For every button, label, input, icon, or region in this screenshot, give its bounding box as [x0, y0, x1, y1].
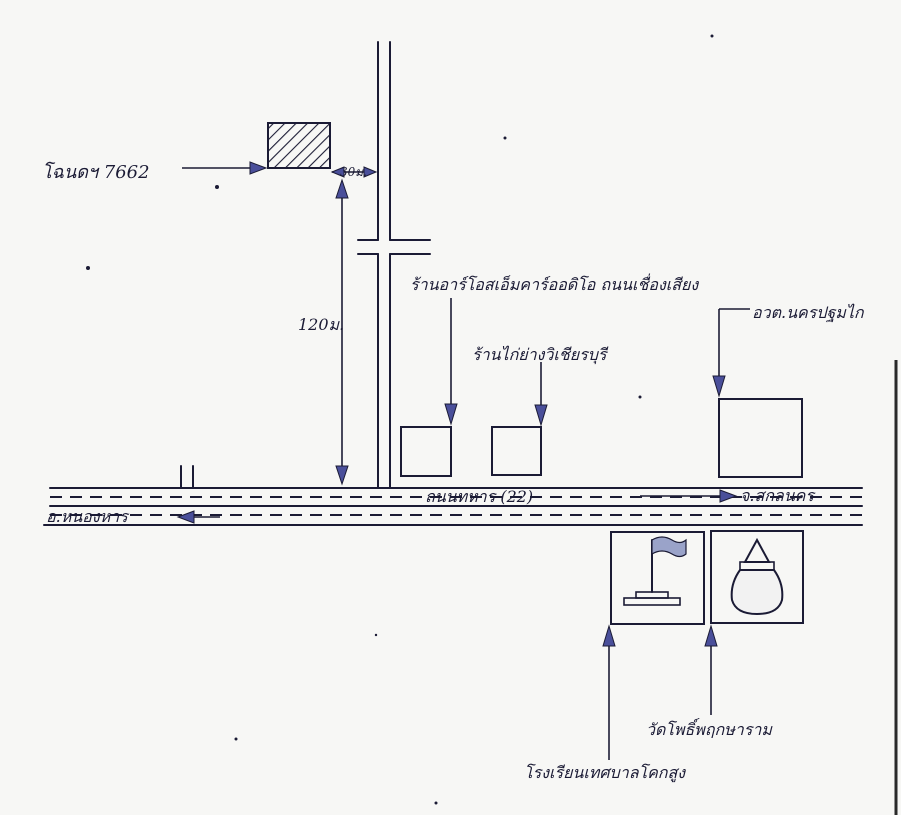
clinic-label: อวต.นครปฐมไก: [752, 303, 865, 323]
west-arrow: [176, 510, 220, 524]
clinic-arrow: [712, 308, 750, 398]
distance-30m-label: 30ม.: [340, 165, 367, 179]
gas-station-arrow: [444, 298, 458, 426]
school-arrow: [602, 624, 616, 760]
direction-west-label: อ.หนองหาร: [46, 507, 130, 526]
road-name-label: ถนนทหาร (22): [425, 487, 533, 506]
main-road: [43, 487, 863, 526]
chicken-shop-label: ร้านไก่ย่างวิเชียรบุรี: [472, 345, 609, 365]
land-plot: [267, 122, 331, 169]
flag-pole-icon: [623, 536, 687, 606]
plot-number-label: โฉนดฯ 7662: [42, 161, 150, 183]
chicken-shop-arrow: [534, 362, 548, 427]
gas-station-building: [400, 426, 452, 477]
direction-east-label: จ.สกลนคร: [740, 486, 816, 505]
temple-arrow: [704, 624, 718, 715]
plot-arrow: [182, 161, 268, 175]
gas-station-label: ร้านอาร์โอสเอ็มคาร์ออดิโอ ถนนเชื่องเสียง: [410, 273, 699, 294]
clinic-building: [718, 398, 803, 478]
distance-30m-marker: [330, 166, 378, 178]
alms-bowl-icon: [730, 537, 784, 616]
school-building: [610, 531, 705, 625]
temple-building: [710, 530, 804, 624]
side-road: [357, 41, 431, 489]
east-arrow: [640, 489, 738, 503]
chicken-shop-building: [491, 426, 542, 476]
minor-stub-road: [180, 465, 194, 489]
temple-label: วัดโพธิ์พฤกษาราม: [646, 718, 773, 739]
ink-specks: [86, 34, 714, 805]
distance-120m-label: 120ม.: [298, 315, 344, 334]
distance-120m-marker: [335, 178, 349, 486]
school-label: โรงเรียนเทศบาลโคกสูง: [524, 763, 686, 783]
